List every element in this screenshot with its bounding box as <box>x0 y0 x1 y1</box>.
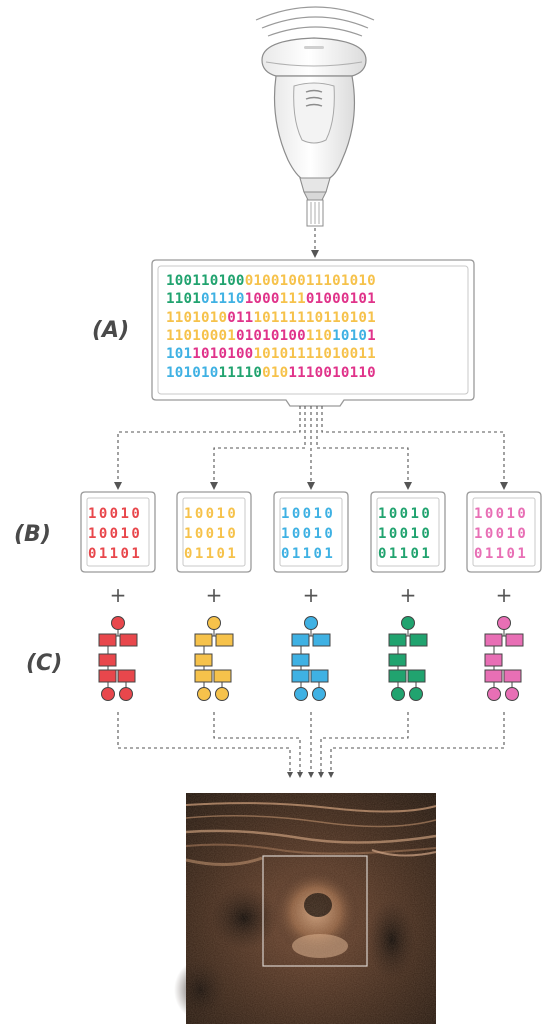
panel-b-box-red <box>80 491 156 573</box>
model-tree-pink <box>484 616 524 701</box>
bit-run: 1 <box>367 327 376 344</box>
arrowheads-a-to-b <box>114 482 508 490</box>
panel-b-box-inner <box>472 497 536 567</box>
panel-b-bit-row: 10010 <box>281 506 336 522</box>
model-tree-blue <box>291 616 331 701</box>
panel-b-bit-row: 10010 <box>184 506 239 522</box>
bit-run: 1110 <box>288 364 324 381</box>
label-b: (B) <box>14 522 51 547</box>
bit-run: 1010100 <box>192 346 254 363</box>
bit-run: 010 <box>305 291 333 308</box>
ultrasound-image <box>174 793 437 1024</box>
panel-a-bit-row: 110101001110111110110101 <box>166 309 462 327</box>
plus-sign: + <box>303 583 320 607</box>
bit-run: 010110 <box>323 364 376 381</box>
bit-run: 01001 <box>244 273 289 289</box>
model-tree-yellow <box>194 616 234 701</box>
bit-run: 10111 <box>253 309 298 326</box>
panel-b-bit-row: 10010 <box>378 506 433 522</box>
bit-run: 110 <box>305 327 333 344</box>
panel-b-box-inner <box>86 497 150 567</box>
bit-run: 1000 <box>244 291 280 308</box>
bit-run: 011 <box>227 309 254 326</box>
panel-b-box-inner <box>279 497 343 567</box>
panel-b-bit-row: 01101 <box>378 546 433 562</box>
bit-run: 011 <box>349 346 376 363</box>
bit-run: 11010 <box>166 327 210 344</box>
bit-run: 11110 <box>218 364 263 381</box>
label-c: (C) <box>26 651 63 676</box>
bit-run: 00111 <box>288 273 333 289</box>
plus-row: + + + + + <box>110 583 513 607</box>
bit-run: 111010 <box>297 346 350 363</box>
bit-run: 110110 <box>297 309 350 326</box>
wave-arc-inner <box>267 26 363 37</box>
roi-box <box>262 855 368 967</box>
arrows-a-to-b <box>117 406 505 484</box>
plus-sign: + <box>496 583 513 607</box>
bit-run: 1101 <box>166 291 201 308</box>
bit-run: 100 <box>279 327 306 344</box>
panel-b-bit-row: 10010 <box>184 526 239 542</box>
panel-b-bit-row: 01101 <box>88 546 143 562</box>
plus-sign: + <box>206 583 223 607</box>
panel-b-box-inner <box>376 497 440 567</box>
panel-c-models <box>98 616 524 701</box>
panel-a-monitor <box>151 259 475 407</box>
bit-run: 01110 <box>200 291 245 308</box>
arrows-c-to-output <box>117 712 505 774</box>
panel-b-bit-row: 10010 <box>474 526 529 542</box>
panel-b-bit-row: 01101 <box>474 546 529 562</box>
panel-b-bit-row: 01101 <box>184 546 239 562</box>
bit-run: 101 <box>349 309 376 326</box>
bit-run: 010 <box>262 364 289 381</box>
wave-arc-mid <box>261 16 369 29</box>
plus-sign: + <box>110 583 127 607</box>
arrow-probe-to-a <box>311 228 319 258</box>
bit-run: 0010 <box>332 291 368 308</box>
panel-a-bit-row: 101101010010101111010011 <box>166 345 462 363</box>
label-a: (A) <box>92 318 130 343</box>
bit-run: 1101010 <box>166 309 228 326</box>
arrowheads-c-to-output <box>287 772 334 778</box>
bit-run: 10101 <box>253 346 298 363</box>
panel-a-bit-row: 100110100010010011101010 <box>166 272 462 290</box>
panel-a-bit-row: 110100010101010011010101 <box>166 327 462 345</box>
panel-b-bit-row: 10010 <box>378 526 433 542</box>
panel-b-bit-row: 01101 <box>281 546 336 562</box>
panel-b-bit-row: 10010 <box>281 526 336 542</box>
bit-run: 101010 <box>166 364 219 381</box>
bit-run: 1 <box>367 291 376 308</box>
bit-run: 010 <box>332 273 359 289</box>
wave-arc-outer <box>255 6 375 21</box>
bit-run: 111 <box>279 291 306 308</box>
bit-run: 10 <box>358 273 376 289</box>
bit-run: 01010 <box>235 327 280 344</box>
panel-b-box-blue <box>273 491 349 573</box>
model-tree-red <box>98 616 138 701</box>
panel-b-box-green <box>370 491 446 573</box>
ultrasound-probe-icon <box>255 6 375 227</box>
plus-sign: + <box>400 583 417 607</box>
panel-b-bit-row: 10010 <box>88 506 143 522</box>
bit-run: 001 <box>209 327 236 344</box>
bit-run: 101 <box>166 346 193 363</box>
panel-b-boxes <box>80 491 542 573</box>
model-tree-green <box>388 616 428 701</box>
panel-b-box-yellow <box>176 491 252 573</box>
panel-b-bit-row: 10010 <box>474 506 529 522</box>
bit-run: 100110 <box>166 273 219 289</box>
panel-b-box-pink <box>466 491 542 573</box>
panel-b-box-inner <box>182 497 246 567</box>
bit-run: 100 <box>218 273 245 289</box>
panel-a-bit-row: 101010111100101110010110 <box>166 364 462 382</box>
panel-a-bit-row: 110101110100011101000101 <box>166 290 462 308</box>
panel-b-bit-row: 10010 <box>88 526 143 542</box>
bit-run: 1010 <box>332 327 368 344</box>
